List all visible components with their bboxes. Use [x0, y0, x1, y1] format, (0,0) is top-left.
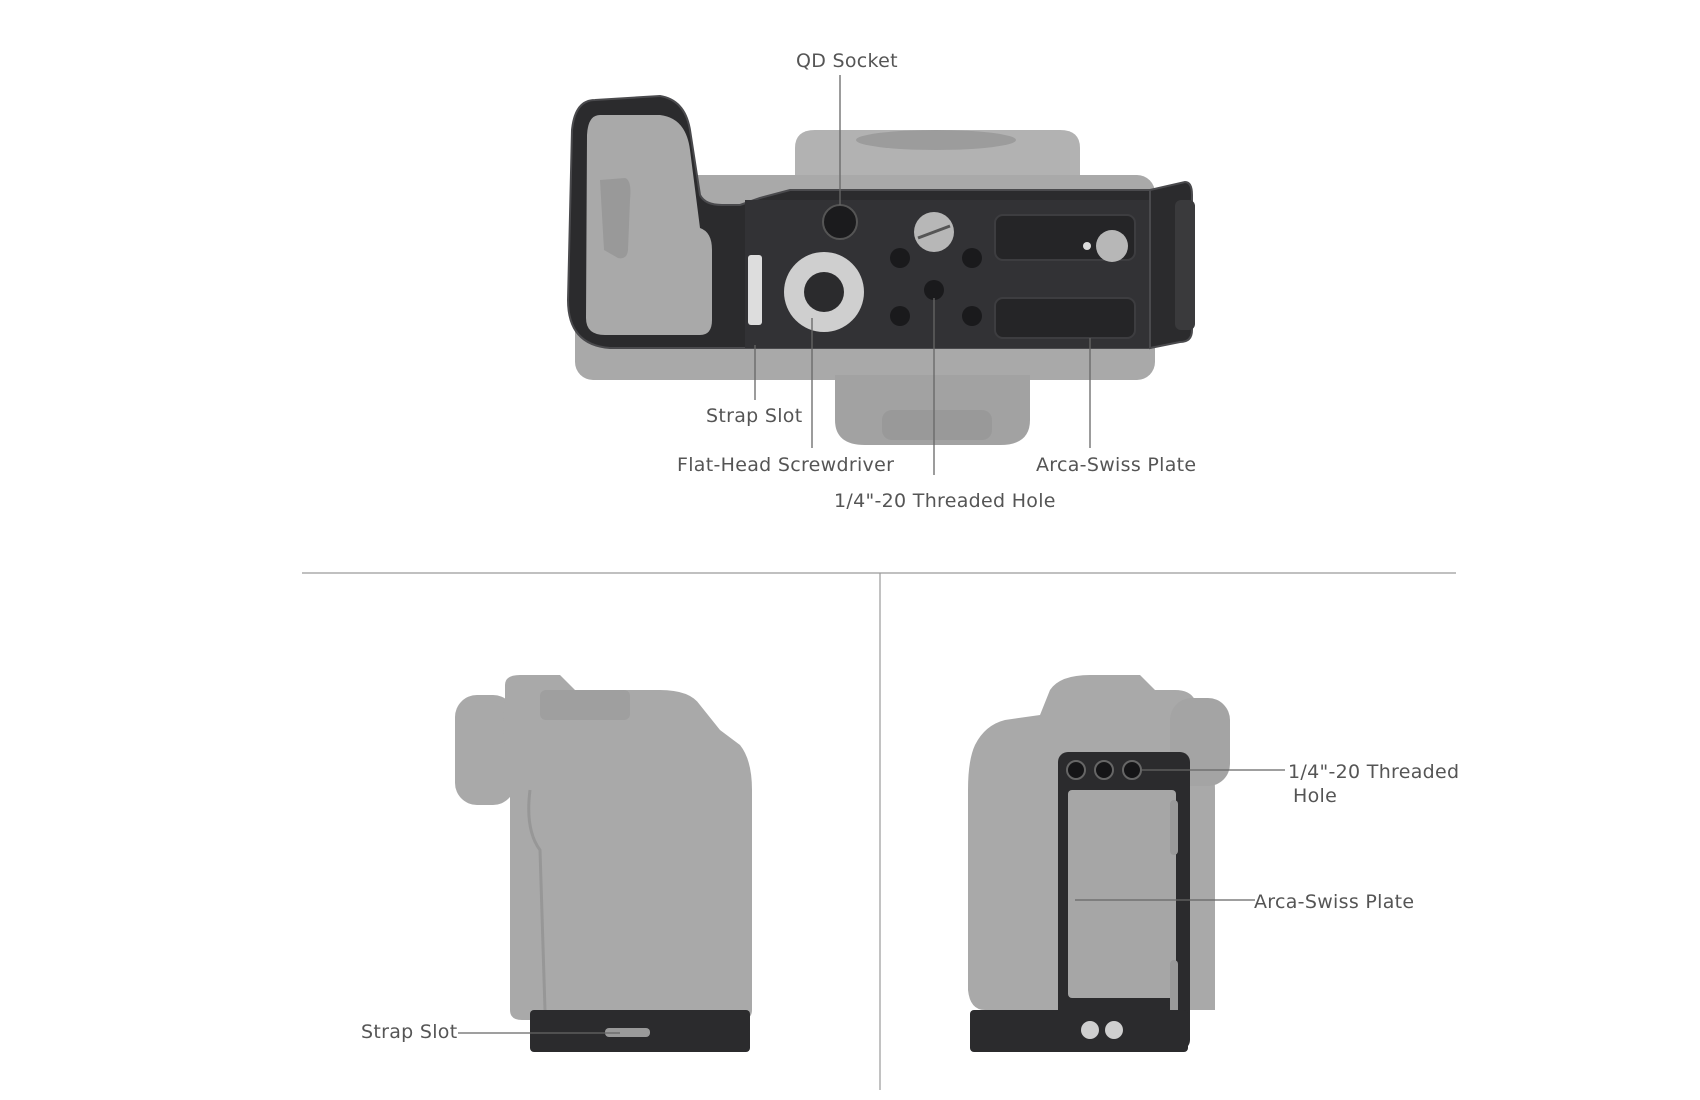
right-base-screw-2: [1105, 1021, 1123, 1039]
eyecup-right: [1175, 200, 1195, 330]
qd-socket-hole: [822, 204, 858, 240]
label-arca-swiss-plate-side: Arca-Swiss Plate: [1254, 891, 1415, 913]
lens-ring: [856, 130, 1016, 150]
mount-screw-slot: [917, 224, 951, 240]
label-strap-slot-top: Strap Slot: [706, 405, 803, 427]
screwdriver-bay: [748, 255, 762, 325]
arca-rail-bottom: [994, 297, 1136, 339]
threaded-hole-4: [890, 306, 910, 326]
label-threaded-hole-side-line1: 1/4"-20 Threaded: [1288, 761, 1460, 783]
label-strap-slot-side: Strap Slot: [361, 1021, 458, 1043]
battery-door-latch: [600, 178, 631, 259]
threaded-hole-1: [890, 248, 910, 268]
left-hotshoe: [540, 690, 630, 720]
threaded-hole-2: [962, 248, 982, 268]
l-bracket-inner: [1068, 790, 1176, 998]
label-threaded-hole-side-line2: Hole: [1293, 785, 1338, 807]
left-eyecup: [455, 695, 515, 805]
label-arca-swiss-plate-top: Arca-Swiss Plate: [1036, 454, 1197, 476]
left-grip-contour: [527, 789, 547, 1011]
grip-cover: [586, 115, 712, 335]
arca-pin: [1083, 242, 1091, 250]
threaded-hole-3: [924, 280, 944, 300]
bottom-view: [566, 75, 1195, 475]
right-threaded-hole-3: [1122, 760, 1142, 780]
eyecup-bottom: [882, 410, 992, 440]
left-camera-body: [503, 675, 752, 1020]
side-right-view: [968, 675, 1285, 1052]
threaded-hole-5: [962, 306, 982, 326]
right-threaded-hole-2: [1094, 760, 1114, 780]
label-flat-head-screwdriver: Flat-Head Screwdriver: [677, 454, 895, 476]
l-bracket-slot-lower: [1170, 960, 1178, 1015]
left-strap-slot-cut: [605, 1028, 650, 1037]
arca-screw: [1096, 230, 1128, 262]
label-qd-socket: QD Socket: [796, 50, 898, 72]
l-bracket-slot-upper: [1170, 800, 1178, 855]
right-threaded-hole-1: [1066, 760, 1086, 780]
right-cage-base: [970, 1010, 1188, 1052]
side-left-view: [455, 675, 752, 1052]
right-base-screw-1: [1081, 1021, 1099, 1039]
label-threaded-hole-top: 1/4"-20 Threaded Hole: [834, 490, 1056, 512]
flat-head-screwdriver-center: [804, 272, 844, 312]
